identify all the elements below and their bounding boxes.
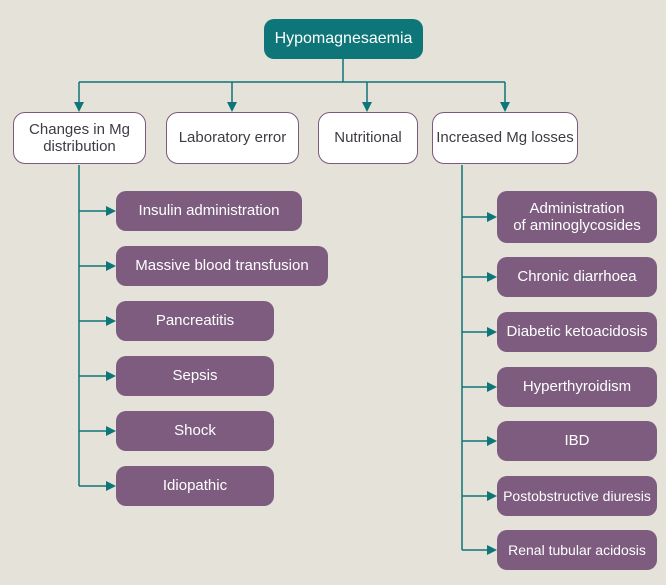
leaf-label: Insulin administration [138, 202, 280, 220]
leaf-renal-tubular-acidosis: Renal tubular acidosis [497, 530, 657, 570]
category-laboratory-error: Laboratory error [166, 112, 299, 164]
leaf-label: Pancreatitis [155, 312, 235, 330]
leaf-massive-blood-transfusion: Massive blood transfusion [116, 246, 328, 286]
leaf-label: Postobstructive diuresis [503, 487, 651, 504]
category-increased-mg-losses: Increased Mg losses [432, 112, 578, 164]
root-label: Hypomagnesaemia [274, 29, 413, 47]
category-label: Nutritional [334, 129, 402, 147]
leaf-label: IBD [564, 432, 590, 450]
leaf-label: Massive blood transfusion [135, 257, 309, 275]
category-changes-in-mg-distribution: Changes in Mg distribution [13, 112, 146, 164]
leaf-label: Administration of aminoglycosides [513, 199, 641, 234]
category-label: Laboratory error [178, 129, 287, 147]
leaf-label: Hyperthyroidism [522, 378, 632, 396]
leaf-label: Diabetic ketoacidosis [506, 323, 648, 341]
leaf-postobstructive-diuresis: Postobstructive diuresis [497, 476, 657, 516]
leaf-insulin-administration: Insulin administration [116, 191, 302, 231]
leaf-shock: Shock [116, 411, 274, 451]
leaf-pancreatitis: Pancreatitis [116, 301, 274, 341]
leaf-label: Renal tubular acidosis [508, 541, 646, 558]
category-nutritional: Nutritional [318, 112, 418, 164]
root-node: Hypomagnesaemia [264, 19, 423, 59]
leaf-idiopathic: Idiopathic [116, 466, 274, 506]
leaf-label: Idiopathic [162, 477, 228, 495]
leaf-ibd: IBD [497, 421, 657, 461]
category-label: Increased Mg losses [436, 129, 574, 147]
leaf-administration-of-aminoglycosides: Administration of aminoglycosides [497, 191, 657, 243]
leaf-chronic-diarrhoea: Chronic diarrhoea [497, 257, 657, 297]
leaf-label: Chronic diarrhoea [517, 268, 637, 286]
leaf-diabetic-ketoacidosis: Diabetic ketoacidosis [497, 312, 657, 352]
category-label: Changes in Mg distribution [29, 120, 130, 155]
leaf-sepsis: Sepsis [116, 356, 274, 396]
leaf-label: Sepsis [172, 367, 218, 385]
leaf-label: Shock [174, 422, 216, 440]
leaf-hyperthyroidism: Hyperthyroidism [497, 367, 657, 407]
